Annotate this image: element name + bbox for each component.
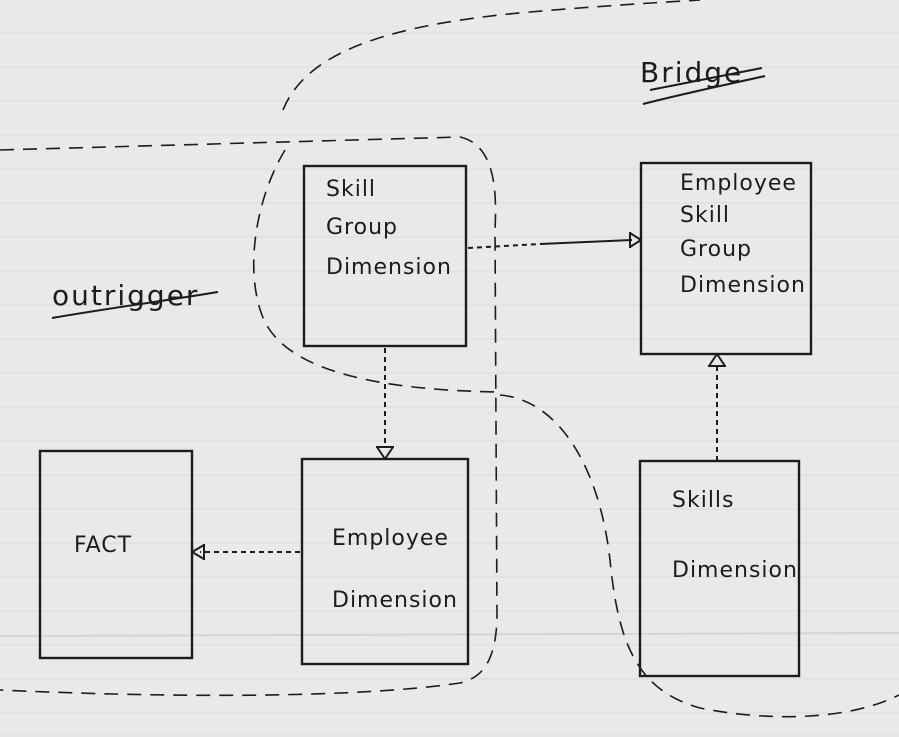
- skill-group-employee-relationship: [376, 348, 394, 460]
- skill-group-line-2: Group: [326, 215, 398, 240]
- employee-dimension-entity: Employee Dimension: [300, 457, 470, 666]
- esg-line-3: Group: [680, 237, 752, 262]
- fact-box: [38, 449, 194, 660]
- fact-employee-relationship: [191, 544, 300, 560]
- esg-line-4: Dimension: [680, 273, 806, 298]
- bridge-boundary: [282, 0, 701, 111]
- outrigger-boundary: [0, 136, 498, 697]
- employee-skill-group-box: [639, 161, 813, 356]
- employee-skill-group-dimension-entity: Employee Skill Group Dimension: [639, 161, 813, 356]
- skill-group-boundary: [252, 149, 501, 393]
- fact-label: FACT: [74, 533, 132, 558]
- skill-group-line-3: Dimension: [326, 255, 452, 280]
- skills-line-2: Dimension: [672, 558, 798, 583]
- skill-group-bridge-relationship: [467, 232, 642, 249]
- skill-group-line-1: Skill: [326, 177, 376, 202]
- esg-line-1: Employee: [680, 171, 797, 196]
- paper-fold: [0, 632, 899, 637]
- skills-dimension-entity: Skills Dimension: [638, 459, 801, 678]
- outrigger-underline: [51, 291, 219, 319]
- bridge-underline: [642, 67, 766, 105]
- employee-line-1: Employee: [332, 526, 449, 551]
- skills-box: [638, 459, 801, 678]
- skills-line-1: Skills: [672, 488, 735, 513]
- bridge-label: Bridge: [640, 56, 743, 89]
- bridge-boundary-lower: [499, 394, 899, 718]
- skill-group-dimension-entity: Skill Group Dimension: [302, 164, 468, 348]
- fact-entity: FACT: [38, 449, 194, 660]
- skill-group-box: [302, 164, 468, 348]
- employee-line-2: Dimension: [332, 588, 458, 613]
- skills-bridge-relationship: [708, 353, 726, 460]
- esg-line-2: Skill: [680, 203, 730, 228]
